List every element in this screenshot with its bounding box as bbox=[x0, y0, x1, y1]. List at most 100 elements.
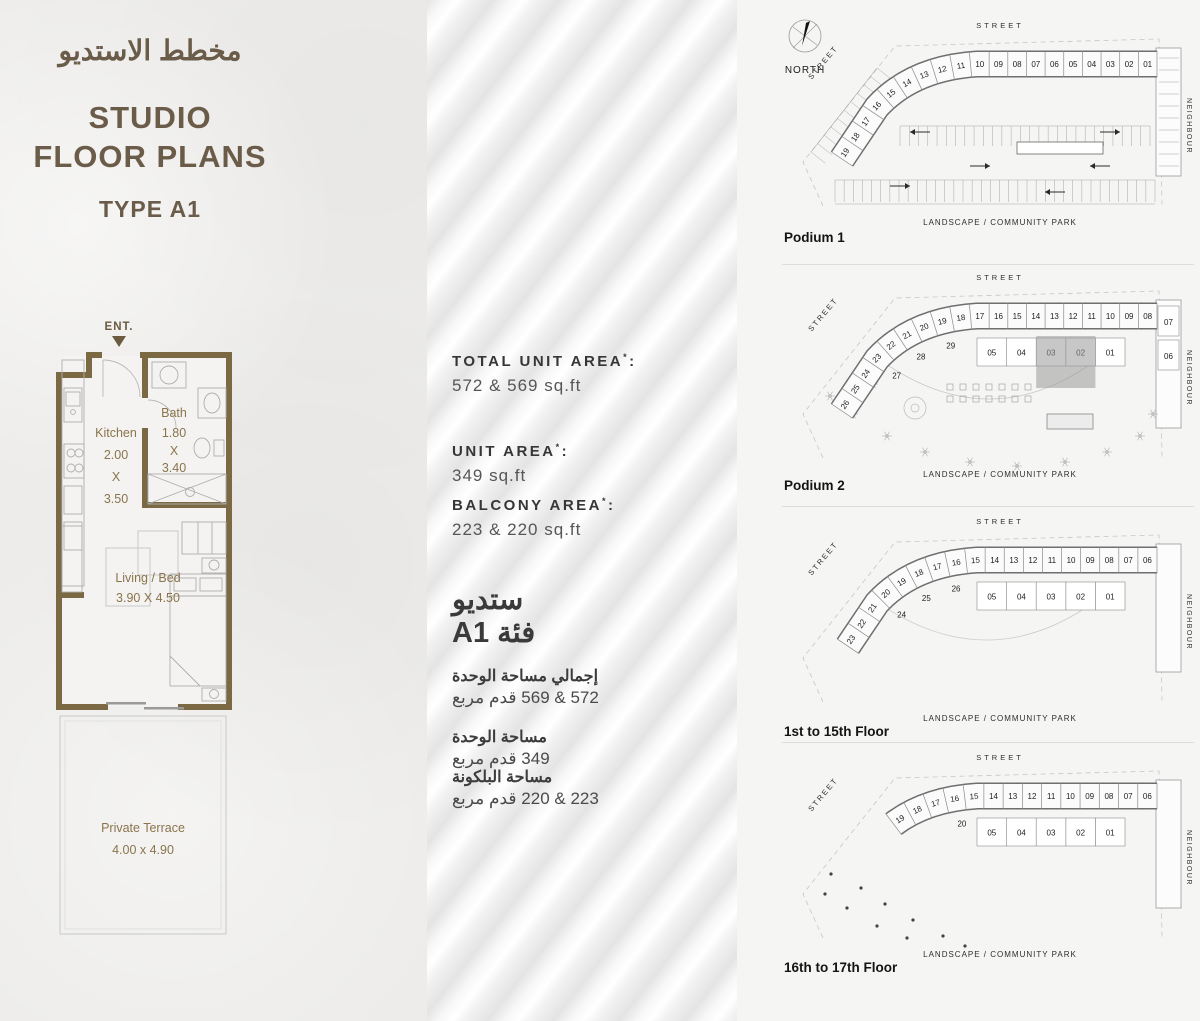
svg-text:02: 02 bbox=[1076, 829, 1085, 838]
svg-text:25: 25 bbox=[922, 594, 931, 603]
svg-text:07: 07 bbox=[1124, 556, 1133, 565]
door-arcs bbox=[102, 359, 177, 429]
svg-text:14: 14 bbox=[990, 556, 999, 565]
svg-text:10: 10 bbox=[975, 60, 984, 69]
svg-text:20: 20 bbox=[957, 819, 966, 828]
svg-text:17: 17 bbox=[975, 312, 984, 321]
svg-text:29: 29 bbox=[946, 341, 955, 350]
svg-text:01: 01 bbox=[1106, 829, 1115, 838]
svg-text:STREET: STREET bbox=[806, 296, 840, 334]
svg-text:07: 07 bbox=[1164, 318, 1173, 327]
svg-text:06: 06 bbox=[1164, 352, 1173, 361]
page-title: STUDIO FLOOR PLANS bbox=[0, 98, 300, 176]
bath-dim1: 1.80 bbox=[162, 426, 186, 440]
svg-text:01: 01 bbox=[1106, 349, 1115, 358]
svg-text:08: 08 bbox=[1143, 312, 1152, 321]
svg-text:STREET: STREET bbox=[976, 273, 1024, 282]
svg-text:NEIGHBOUR: NEIGHBOUR bbox=[1185, 594, 1192, 650]
svg-text:17: 17 bbox=[932, 561, 944, 572]
room-labels: Kitchen 2.00 X 3.50 Bath 1.80 X 3.40 Liv… bbox=[95, 406, 187, 857]
svg-text:12: 12 bbox=[1028, 792, 1037, 801]
svg-text:07: 07 bbox=[1031, 60, 1040, 69]
svg-text:NEIGHBOUR: NEIGHBOUR bbox=[1185, 350, 1192, 406]
divider bbox=[782, 506, 1194, 507]
terrace-outline bbox=[59, 715, 227, 935]
svg-text:11: 11 bbox=[1047, 792, 1056, 801]
page-title-arabic: مخطط الاستديو bbox=[58, 35, 242, 66]
arabic-total-value: 572 & 569 قدم مربع bbox=[452, 688, 599, 707]
arabic-unit-label: مساحة الوحدة bbox=[452, 729, 547, 746]
svg-text:26: 26 bbox=[952, 584, 961, 593]
svg-text:04: 04 bbox=[1017, 349, 1026, 358]
svg-text:STREET: STREET bbox=[976, 21, 1024, 30]
svg-text:03: 03 bbox=[1047, 593, 1056, 602]
sliding-door bbox=[106, 702, 184, 710]
svg-text:16: 16 bbox=[951, 557, 962, 567]
svg-text:13: 13 bbox=[1008, 792, 1017, 801]
unit-floor-plan: ENT. bbox=[56, 321, 232, 935]
arabic-balcony-value: 223 & 220 قدم مربع bbox=[452, 789, 599, 808]
svg-text:17: 17 bbox=[930, 798, 942, 809]
unit-area-heading: UNIT AREA*: bbox=[452, 442, 570, 460]
svg-text:LANDSCAPE / COMMUNITY PARK: LANDSCAPE / COMMUNITY PARK bbox=[923, 714, 1077, 723]
svg-text:11: 11 bbox=[1048, 556, 1057, 565]
living-dim: 3.90 X 4.50 bbox=[116, 591, 180, 605]
svg-text:LANDSCAPE / COMMUNITY PARK: LANDSCAPE / COMMUNITY PARK bbox=[923, 470, 1077, 479]
svg-text:STREET: STREET bbox=[806, 44, 840, 82]
svg-text:15: 15 bbox=[971, 556, 981, 566]
svg-text:04: 04 bbox=[1017, 829, 1026, 838]
svg-text:06: 06 bbox=[1143, 556, 1152, 565]
bath-dim2: X bbox=[170, 444, 179, 458]
svg-text:04: 04 bbox=[1087, 60, 1096, 69]
svg-text:09: 09 bbox=[994, 60, 1003, 69]
svg-text:05: 05 bbox=[987, 593, 996, 602]
svg-text:13: 13 bbox=[1050, 312, 1059, 321]
svg-text:06: 06 bbox=[1050, 60, 1059, 69]
svg-text:05: 05 bbox=[987, 349, 996, 358]
living-label: Living / Bed bbox=[115, 571, 180, 585]
svg-text:10: 10 bbox=[1106, 312, 1115, 321]
svg-text:09: 09 bbox=[1086, 556, 1095, 565]
svg-text:20: 20 bbox=[918, 321, 930, 333]
terrace-label: Private Terrace bbox=[101, 821, 185, 835]
site-plan-floor-16-17: 0607080910111213141516171819010203040520… bbox=[802, 753, 1192, 959]
walls-group bbox=[56, 352, 232, 710]
svg-text:01: 01 bbox=[1143, 60, 1152, 69]
svg-text:16: 16 bbox=[950, 794, 961, 804]
divider bbox=[782, 742, 1194, 743]
arabic-total-label: إجمالي مساحة الوحدة bbox=[452, 668, 599, 685]
diagram-label: 1st to 15th Floor bbox=[784, 724, 890, 739]
site-plan-floor-1-15: 0607080910111213141516171819202122230102… bbox=[802, 517, 1192, 723]
arabic-type-title: ستديو فئة A1 bbox=[452, 584, 535, 650]
svg-text:08: 08 bbox=[1013, 60, 1022, 69]
divider bbox=[782, 264, 1194, 265]
svg-text:27: 27 bbox=[892, 371, 901, 380]
svg-text:NEIGHBOUR: NEIGHBOUR bbox=[1185, 830, 1192, 886]
svg-text:15: 15 bbox=[1013, 312, 1022, 321]
svg-text:14: 14 bbox=[1031, 312, 1040, 321]
svg-text:NEIGHBOUR: NEIGHBOUR bbox=[1185, 98, 1192, 154]
arabic-unit-value: 349 قدم مربع bbox=[452, 749, 550, 768]
compass-icon bbox=[788, 19, 822, 53]
svg-text:04: 04 bbox=[1017, 593, 1026, 602]
svg-text:12: 12 bbox=[1069, 312, 1078, 321]
diagram-label: Podium 2 bbox=[784, 478, 845, 493]
svg-text:STREET: STREET bbox=[806, 776, 840, 814]
svg-text:18: 18 bbox=[911, 804, 923, 816]
svg-text:14: 14 bbox=[989, 792, 998, 801]
asterisk: * bbox=[555, 442, 562, 452]
svg-text:12: 12 bbox=[937, 64, 948, 75]
kitchen-label: Kitchen bbox=[95, 426, 137, 440]
arabic-title-line2: فئة A1 bbox=[452, 617, 536, 649]
asterisk: * bbox=[602, 496, 609, 506]
svg-text:13: 13 bbox=[1009, 556, 1018, 565]
site-plan-podium-2: 0809101112131415161718192021222324252601… bbox=[802, 273, 1192, 479]
diagram-label: 16th to 17th Floor bbox=[784, 960, 898, 975]
svg-text:LANDSCAPE / COMMUNITY PARK: LANDSCAPE / COMMUNITY PARK bbox=[923, 950, 1077, 959]
page-title-line2: FLOOR PLANS bbox=[33, 139, 267, 174]
bath-dim3: 3.40 bbox=[162, 461, 186, 475]
svg-text:02: 02 bbox=[1125, 60, 1134, 69]
